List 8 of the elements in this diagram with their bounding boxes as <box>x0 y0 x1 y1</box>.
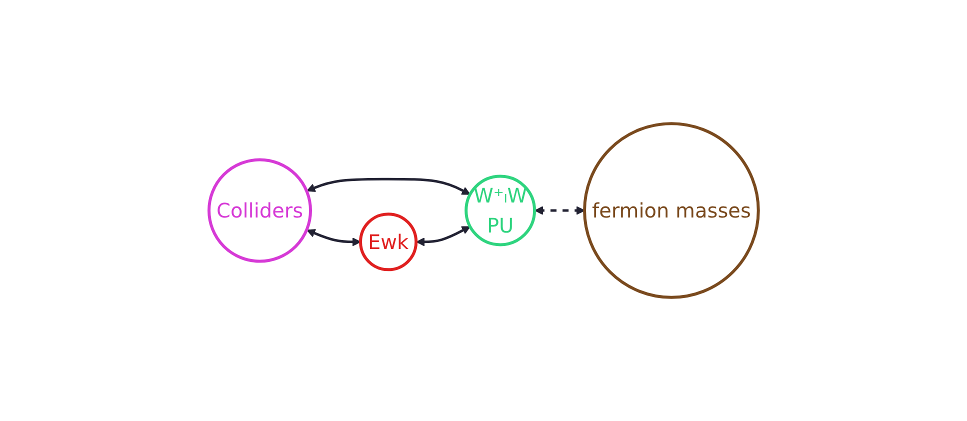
node-circle: Colliders <box>207 158 312 263</box>
node-circle: W⁺ₗW PU <box>464 174 536 246</box>
arrow <box>416 226 470 246</box>
arrow <box>306 178 470 195</box>
arrow <box>534 206 585 215</box>
node-circle: Ewk <box>358 212 418 272</box>
arrow <box>306 229 361 246</box>
node-circle: fermion masses <box>582 122 760 299</box>
